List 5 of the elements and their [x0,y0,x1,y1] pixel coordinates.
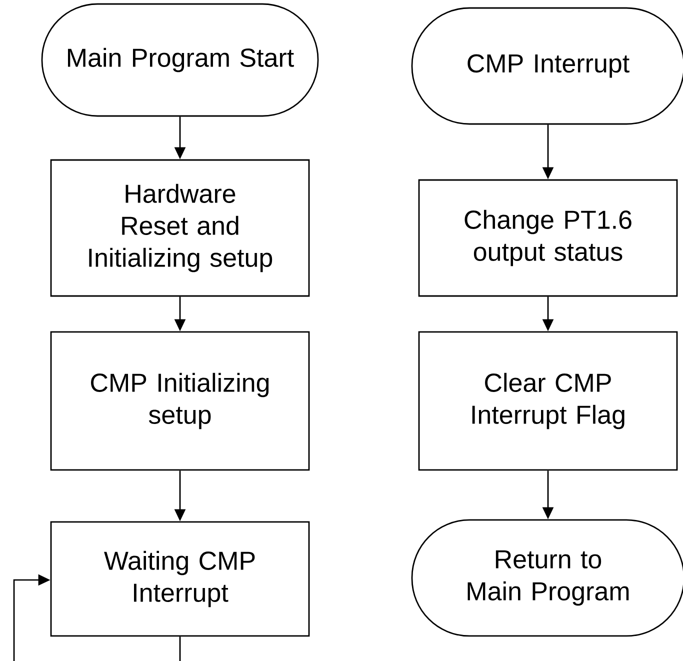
process-box: Change PT1.6 output status [418,179,678,297]
process-box: CMP Initializing setup [50,331,310,471]
process-box: Hardware Reset and Initializing setup [50,159,310,297]
process-box: Clear CMP Interrupt Flag [418,331,678,471]
process-box: Waiting CMP Interrupt [50,521,310,637]
